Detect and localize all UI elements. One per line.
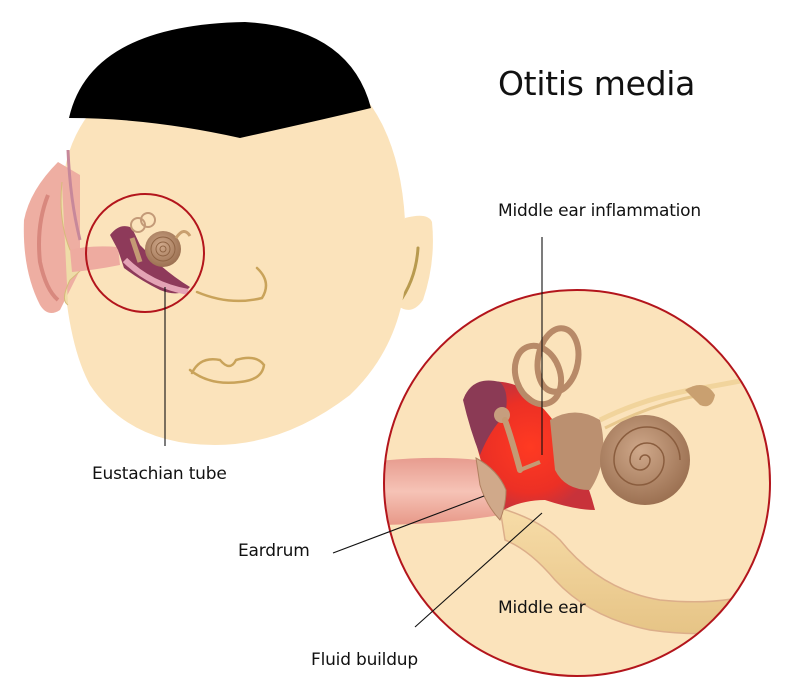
- large-highlight-circle: [383, 289, 771, 677]
- leader-line-eardrum: [332, 495, 485, 554]
- leader-line-fluid: [414, 512, 543, 628]
- small-highlight-circle: [85, 193, 205, 313]
- label-eustachian-tube: Eustachian tube: [92, 464, 227, 484]
- label-middle-ear: Middle ear: [498, 598, 586, 618]
- page-title: Otitis media: [498, 64, 696, 103]
- large-ear-detail: [383, 289, 771, 677]
- leader-lines: [164, 237, 543, 628]
- label-eardrum: Eardrum: [238, 541, 310, 561]
- label-fluid-buildup: Fluid buildup: [311, 650, 418, 670]
- small-ear-detail: [110, 212, 192, 295]
- head: [23, 22, 433, 445]
- label-middle-ear-inflammation: Middle ear inflammation: [498, 201, 701, 221]
